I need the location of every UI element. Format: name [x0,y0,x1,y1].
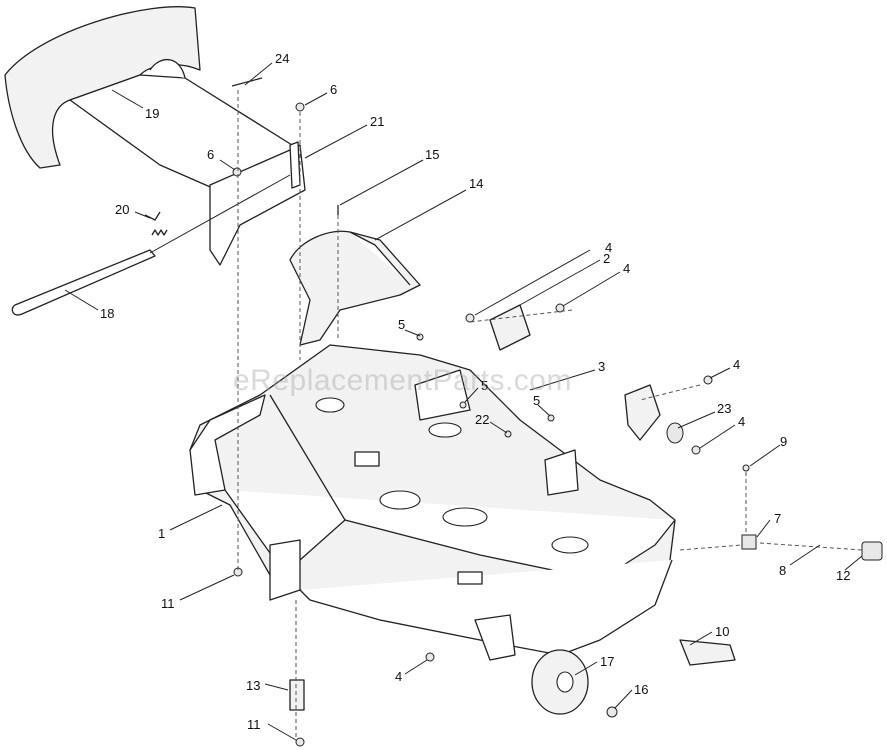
callout-12: 12 [836,568,850,583]
roller-arm [679,639,736,666]
deck-roller [474,614,589,715]
callout-22: 22 [475,412,489,427]
callout-9: 9 [780,434,787,449]
callout-11: 11 [161,596,175,611]
callout-7: 7 [774,511,781,526]
callout-20: 20 [115,202,129,217]
callout-4: 4 [623,261,630,276]
callout-10: 10 [715,624,729,639]
callout-18: 18 [100,306,114,321]
callout-4: 4 [605,240,612,255]
callout-4: 4 [733,357,740,372]
callout-14: 14 [469,176,483,191]
callout-16: 16 [634,682,648,697]
callout-5: 5 [533,393,540,408]
callout-13: 13 [246,678,260,693]
deck-left-hanger [189,394,301,601]
assembly-lines [237,90,863,738]
callout-11: 11 [247,717,261,732]
callout-4: 4 [395,669,402,684]
lower-bracket [289,679,305,711]
leader-lines [64,62,863,741]
wash-port-fitting [741,534,883,561]
callout-21: 21 [370,114,384,129]
deck-mount-brackets [414,369,579,496]
discharge-chute [4,6,301,201]
callout-6: 6 [207,147,214,162]
callout-1: 1 [158,526,165,541]
deflector-rod [11,174,291,316]
callout-19: 19 [145,106,159,121]
callout-17: 17 [600,654,614,669]
belt-cover [289,230,421,346]
callout-6: 6 [330,82,337,97]
torsion-spring [144,211,168,236]
callout-2: 2 [603,251,610,266]
callout-4: 4 [738,414,745,429]
callout-3: 3 [598,359,605,374]
callout-5: 5 [481,378,488,393]
watermark: eReplacementParts.com [233,364,572,397]
callout-24: 24 [275,51,289,66]
callout-15: 15 [425,147,439,162]
callout-8: 8 [779,563,786,578]
callout-23: 23 [717,401,731,416]
callout-labels: 24 6 21 19 6 15 14 20 4 2 4 18 5 3 4 5 5… [100,51,850,732]
mower-deck [189,344,676,656]
callout-5: 5 [398,317,405,332]
